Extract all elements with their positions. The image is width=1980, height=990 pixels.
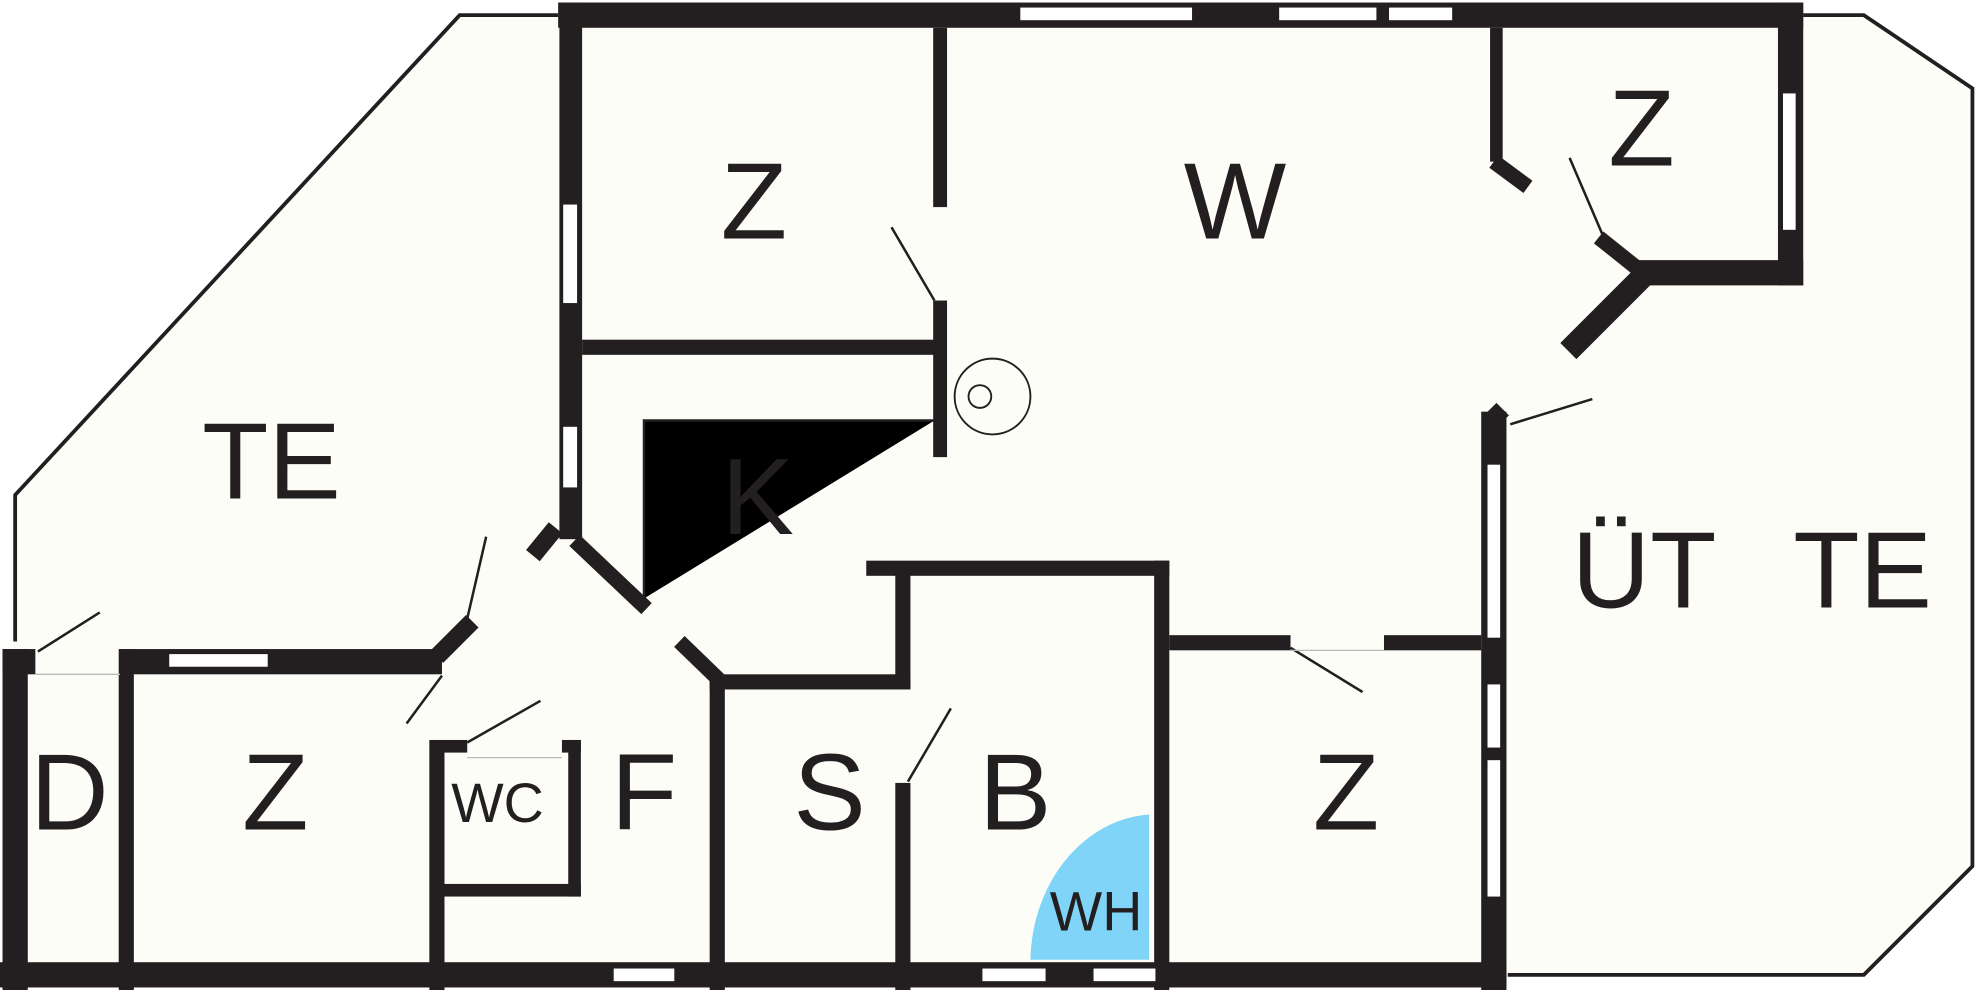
label-water-heater: WH <box>1050 881 1143 943</box>
water-heater-area <box>1030 814 1150 960</box>
label-wc: WC <box>451 772 544 834</box>
windows <box>169 7 1796 982</box>
label-room-bottom-right: Z <box>1313 733 1379 854</box>
stove-icon <box>953 357 1032 436</box>
label-room-bottom-left: Z <box>242 733 308 854</box>
door-swings <box>35 157 1605 783</box>
label-storage-s: S <box>793 733 865 854</box>
label-room-top-right: Z <box>1608 68 1674 189</box>
label-kitchen: K <box>721 437 793 558</box>
label-living: W <box>1184 142 1287 263</box>
terrace-left-outline <box>13 13 559 642</box>
room-labels: TE Z W Z K ÜT TE D Z WC F S B Z WH <box>30 68 1932 942</box>
label-terrace-left: TE <box>202 402 341 523</box>
label-bath: B <box>979 733 1051 854</box>
label-hall: F <box>611 733 677 854</box>
terrace-right-outline <box>1507 13 1975 977</box>
label-terrace-right: TE <box>1793 510 1932 631</box>
floor-area <box>0 15 1973 988</box>
label-covered-terrace: ÜT <box>1572 510 1717 631</box>
label-room-top: Z <box>721 142 787 263</box>
label-storage-d: D <box>30 733 108 854</box>
kitchen-counter <box>642 419 935 599</box>
